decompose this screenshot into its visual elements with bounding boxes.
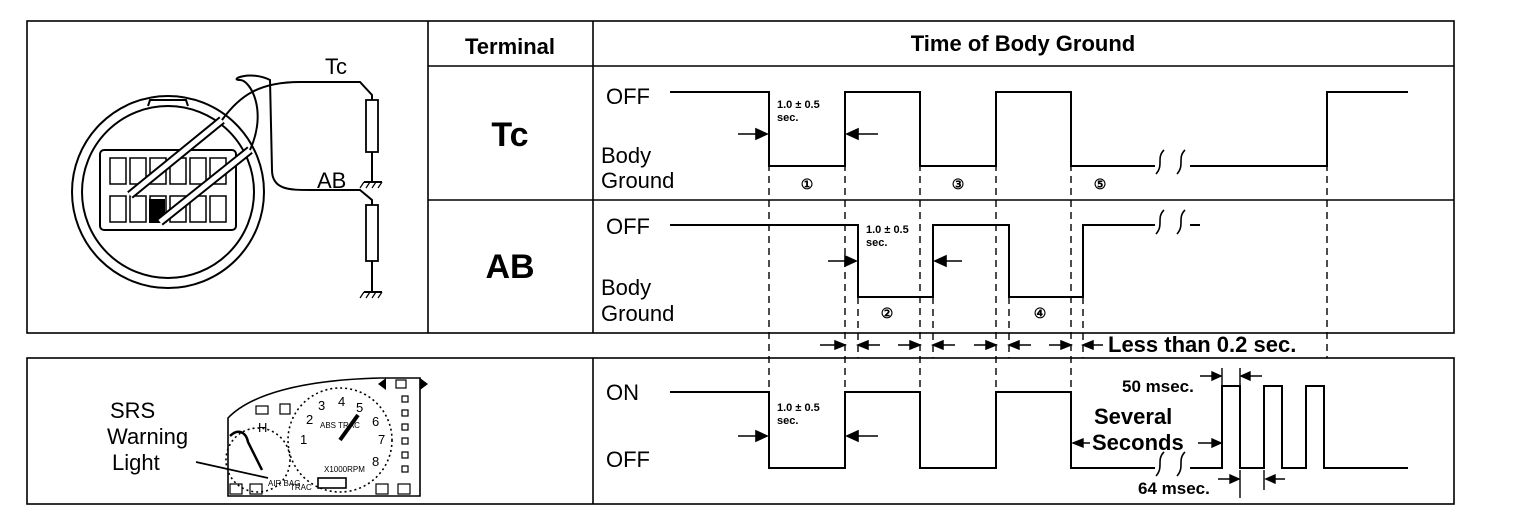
ab-ground-label: Ground xyxy=(601,301,674,326)
gap-note: Less than 0.2 sec. xyxy=(1108,332,1296,357)
gauge-number-6: 6 xyxy=(372,414,379,429)
header-time-of-body-ground: Time of Body Ground xyxy=(911,31,1135,56)
gauge-number-5: 5 xyxy=(356,400,363,415)
terminal-ab-label: AB xyxy=(485,248,534,286)
light-on-label: ON xyxy=(606,380,639,405)
tc-duration-arrows xyxy=(738,127,878,141)
marker-5: ⑤ xyxy=(1094,176,1107,192)
air-bag-label: AIR BAG xyxy=(268,479,300,488)
tc-body-label: Body xyxy=(601,143,651,168)
ab-duration-arrows xyxy=(828,254,962,268)
tc-duration-unit: sec. xyxy=(777,112,798,124)
gauge-number-7: 7 xyxy=(378,432,385,447)
light-off-label: OFF xyxy=(606,447,650,472)
gauge-number-3: 3 xyxy=(318,398,325,413)
light-duration-value: 1.0 ± 0.5 xyxy=(777,402,820,414)
several-seconds-line1: Several xyxy=(1094,404,1172,429)
light-duration-arrows xyxy=(738,429,878,443)
pulse-off-duration: 64 msec. xyxy=(1138,479,1210,498)
gauge-number-8: 8 xyxy=(372,454,379,469)
pulse-on-duration: 50 msec. xyxy=(1122,377,1194,396)
ab-off-label: OFF xyxy=(606,214,650,239)
trac-label: TRAC xyxy=(290,483,312,492)
gap-arrows xyxy=(820,339,1103,351)
ab-duration-value: 1.0 ± 0.5 xyxy=(866,224,909,236)
pulse-arrows xyxy=(1071,368,1285,498)
several-seconds-line2: Seconds xyxy=(1092,430,1184,455)
rpm-unit: X1000RPM xyxy=(324,465,365,474)
connector-ab-label: AB xyxy=(317,168,346,193)
srs-label-line1: SRS xyxy=(110,398,155,423)
marker-2: ② xyxy=(881,305,894,321)
srs-label-line2: Warning xyxy=(107,424,188,449)
terminal-tc-label: Tc xyxy=(491,116,528,154)
light-duration-unit: sec. xyxy=(777,415,798,427)
temp-h-mark: H xyxy=(258,420,267,435)
gauge-number-2: 2 xyxy=(306,412,313,427)
marker-1: ① xyxy=(801,176,814,192)
tc-ground-label: Ground xyxy=(601,168,674,193)
ab-duration-unit: sec. xyxy=(866,237,887,249)
tc-off-label: OFF xyxy=(606,84,650,109)
marker-3: ③ xyxy=(952,176,965,192)
abs-trac-label: ABS TRAC xyxy=(320,421,360,430)
ab-body-label: Body xyxy=(601,275,651,300)
tc-waveform xyxy=(670,91,1408,175)
connector-tc-label: Tc xyxy=(325,54,347,79)
srs-label-line3: Light xyxy=(112,450,160,475)
table-frame xyxy=(26,20,1455,505)
gauge-number-4: 4 xyxy=(338,394,345,409)
tc-duration-value: 1.0 ± 0.5 xyxy=(777,99,820,111)
marker-4: ④ xyxy=(1034,305,1047,321)
ab-waveform xyxy=(670,209,1200,298)
timing-guide-lines xyxy=(768,92,1328,468)
instrument-cluster xyxy=(195,377,428,497)
light-waveform xyxy=(670,385,1408,477)
connector-illustration xyxy=(71,74,383,299)
header-terminal: Terminal xyxy=(465,34,555,59)
gauge-number-1: 1 xyxy=(300,432,307,447)
